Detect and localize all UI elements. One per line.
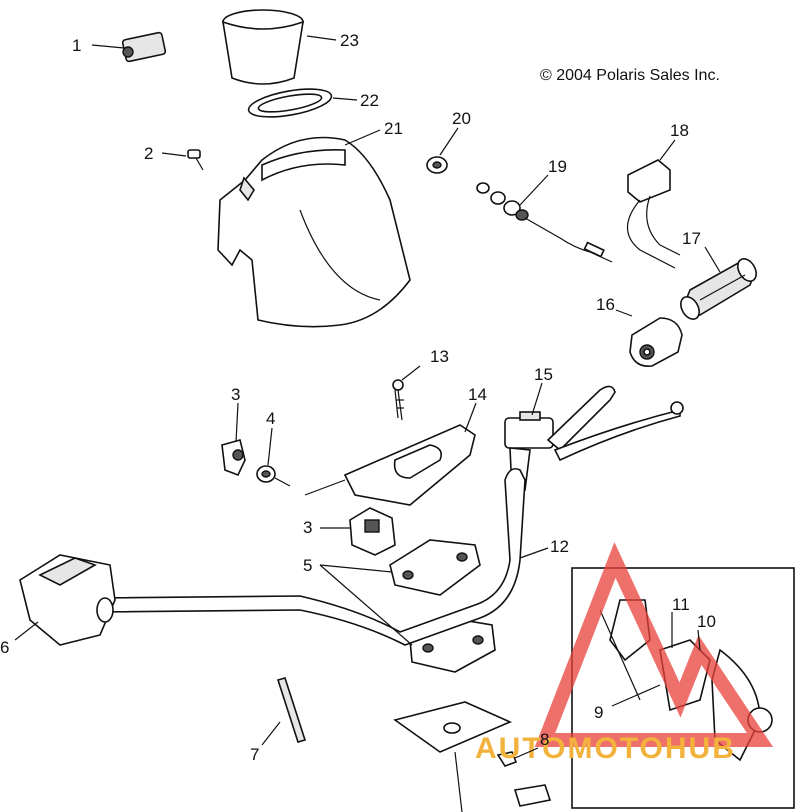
- callout-leaders: [14, 35, 721, 759]
- part-5-clamp-upper: [389, 539, 481, 596]
- part-19-cable: [476, 182, 613, 263]
- callout-1: 1: [72, 36, 81, 55]
- part-3-switch-lower: [349, 507, 396, 556]
- part-13-bolt: [392, 379, 404, 421]
- callout-16: 16: [596, 295, 615, 314]
- callout-18: 18: [670, 121, 689, 140]
- part-17-grip: [680, 258, 757, 320]
- part-12-handlebar: [99, 467, 526, 646]
- callout-12: 12: [550, 537, 569, 556]
- part-1-clip: [121, 31, 167, 63]
- callout-20: 20: [452, 109, 471, 128]
- callout-22: 22: [360, 91, 379, 110]
- part-4-washer: [256, 465, 291, 487]
- callout-7: 7: [250, 745, 259, 764]
- part-3-clip-upper: [221, 439, 246, 477]
- callout-2: 2: [144, 144, 153, 163]
- part-23-cover: [221, 9, 305, 85]
- callout-3-upper: 3: [231, 385, 240, 404]
- callout-10: 10: [697, 612, 716, 631]
- callout-4: 4: [266, 409, 275, 428]
- callout-19: 19: [548, 157, 567, 176]
- part-15-master-cylinder: [504, 385, 684, 493]
- callout-9: 9: [594, 703, 603, 722]
- part-22-ring: [247, 88, 333, 118]
- callout-15: 15: [534, 365, 553, 384]
- part-14-bracket: [304, 424, 476, 506]
- callout-13: 13: [430, 347, 449, 366]
- callout-14: 14: [468, 385, 487, 404]
- mounting-plate: [393, 701, 512, 812]
- callout-23: 23: [340, 31, 359, 50]
- part-16-throttle: [629, 317, 683, 368]
- part-2-screw: [187, 149, 204, 171]
- callout-11: 11: [672, 595, 690, 614]
- part-20-washer: [426, 156, 448, 174]
- callout-5: 5: [303, 556, 312, 575]
- part-6-left-control: [19, 554, 116, 646]
- copyright-text: © 2004 Polaris Sales Inc.: [540, 67, 720, 84]
- callout-8: 8: [540, 730, 549, 749]
- part-21-headlight-pod: [217, 136, 411, 328]
- callout-6: 6: [0, 638, 9, 657]
- callout-labels: 1 2 3 3 4 5 6 7 8 9 10 11 12 13 14 15 16…: [0, 31, 716, 764]
- callout-3-lower: 3: [303, 518, 312, 537]
- watermark-text: AUTOMOTOHUB: [475, 732, 736, 765]
- part-8-nut: [496, 751, 552, 807]
- watermark-logo: [534, 542, 774, 747]
- part-7-strap: [276, 677, 307, 743]
- part-18-switch: [627, 159, 681, 269]
- callout-21: 21: [384, 119, 403, 138]
- callout-17: 17: [682, 229, 701, 248]
